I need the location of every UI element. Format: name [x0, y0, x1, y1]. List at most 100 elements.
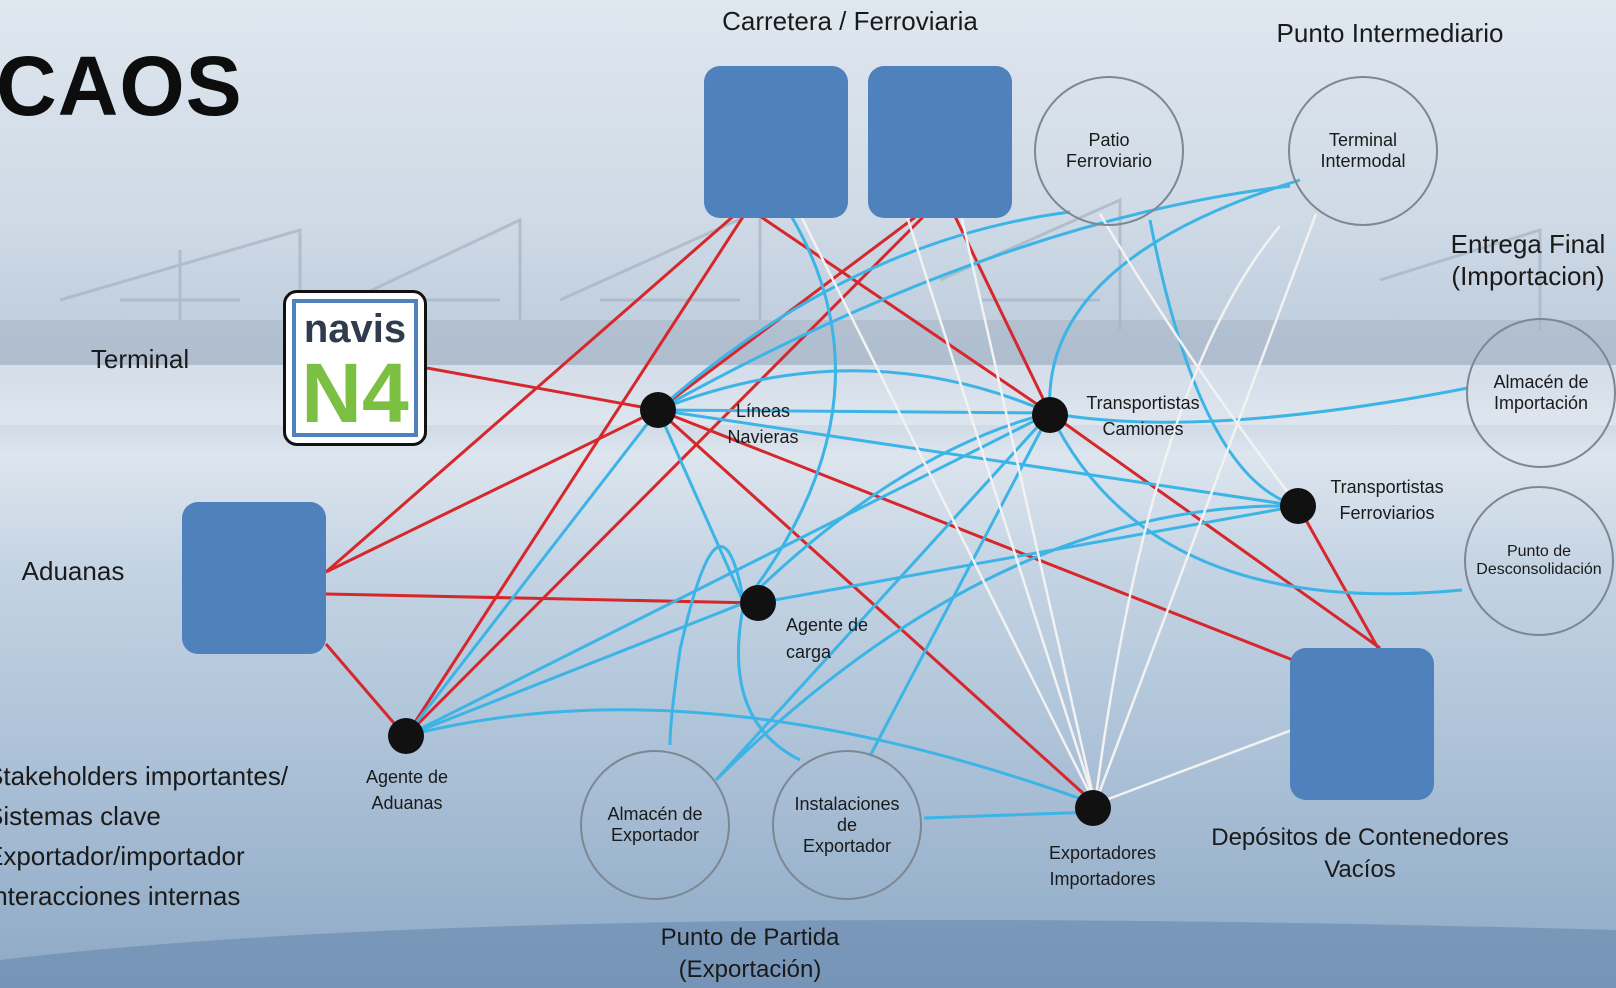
- lineas-navieras-line1: Líneas: [735, 401, 791, 421]
- agente-aduanas-label: Agente de Aduanas: [352, 764, 462, 816]
- link-white: [1093, 213, 1318, 805]
- link-blue: [868, 412, 1052, 757]
- link-blue: [742, 213, 837, 604]
- link-red: [324, 643, 407, 737]
- punto-intermediario-label: Punto Intermediario: [1276, 18, 1504, 48]
- entrega-final-line2: (Importacion): [1451, 261, 1605, 291]
- transportistas-ferroviarios-hub: [1280, 488, 1316, 524]
- transportistas-ferroviarios-line1: Transportistas: [1330, 477, 1444, 497]
- link-blue: [656, 409, 746, 604]
- almacen-importacion-node: Almacén de Importación: [1466, 318, 1616, 468]
- page-title: CAOS: [0, 39, 243, 133]
- link-blue: [404, 409, 660, 737]
- link-white: [798, 213, 1097, 805]
- link-blue: [1049, 386, 1469, 424]
- legend-item: Stakeholders importantes/: [0, 761, 289, 791]
- link-blue: [714, 411, 1052, 782]
- lineas-navieras-line2: Navieras: [727, 427, 799, 447]
- almacen-exportador-node: Almacén de Exportador: [580, 750, 730, 900]
- navis-n4-logo: navis N4: [283, 290, 427, 446]
- almacen-importacion-label: Almacén de Importación: [1493, 372, 1589, 413]
- agente-carga-line2: carga: [786, 642, 832, 662]
- transportistas-ferroviarios-line2: Ferroviarios: [1339, 503, 1435, 523]
- instalaciones-exportador-node: Instalaciones de Exportador: [772, 750, 922, 900]
- link-blue: [657, 184, 1291, 412]
- legend-item: Sistemas clave: [0, 801, 161, 831]
- link-red: [656, 408, 1097, 806]
- link-red: [426, 366, 659, 412]
- terminal-label: Terminal: [90, 344, 190, 374]
- depositos-node: [1290, 648, 1434, 800]
- punto-desconsolidacion-label: Punto de Desconsolidación: [1476, 543, 1602, 578]
- exportadores-importadores-label: Exportadores Importadores: [1030, 840, 1175, 892]
- link-blue: [657, 408, 1051, 415]
- punto-desconsolidacion-node: Punto de Desconsolidación: [1464, 486, 1614, 636]
- link-blue: [405, 708, 1096, 806]
- link-blue: [657, 369, 1051, 415]
- aduanas-node: [182, 502, 326, 654]
- lineas-navieras-label: Líneas Navieras: [708, 398, 818, 450]
- depositos-line2: Vacíos: [1324, 856, 1396, 883]
- link-blue: [657, 210, 1071, 412]
- link-red: [404, 205, 752, 737]
- link-blue: [657, 408, 1299, 508]
- agente-aduanas-hub: [388, 718, 424, 754]
- carretera-node-2: [868, 66, 1012, 218]
- link-white: [903, 209, 1097, 805]
- link-blue: [736, 602, 801, 762]
- link-blue: [405, 601, 745, 738]
- entrega-final-line1: Entrega Final: [1450, 229, 1606, 259]
- link-red: [1049, 411, 1381, 650]
- link-red: [657, 408, 1299, 664]
- depositos-label: Depósitos de Contenedores Vacíos: [1190, 822, 1530, 886]
- agente-carga-label: Agente de carga: [786, 612, 886, 666]
- exportadores-line2: Importadores: [1049, 869, 1156, 889]
- logo-mark: N4: [301, 346, 409, 440]
- lineas-navieras-hub: [640, 392, 676, 428]
- transportistas-camiones-hub: [1032, 397, 1068, 433]
- terminal-intermodal-node: Terminal Intermodal: [1288, 76, 1438, 226]
- legend-item: Exportador/importador: [0, 841, 245, 871]
- instalaciones-exportador-label: Instalaciones de Exportador: [794, 793, 900, 856]
- link-white: [1093, 225, 1281, 805]
- exportadores-line1: Exportadores: [1048, 843, 1157, 863]
- logo-word: navis: [303, 307, 407, 351]
- agente-aduanas-line2: Aduanas: [371, 793, 443, 813]
- carretera-node-1: [704, 66, 848, 218]
- link-white: [958, 209, 1097, 805]
- punto-partida-line1: Punto de Partida: [660, 924, 840, 951]
- exportadores-importadores-hub: [1075, 790, 1111, 826]
- agente-carga-hub: [740, 585, 776, 621]
- agente-carga-line1: Agente de: [786, 615, 869, 635]
- transportistas-ferroviarios-label: Transportistas Ferroviarios: [1312, 474, 1462, 526]
- logo-frame: [292, 299, 418, 437]
- punto-partida-label: Punto de Partida (Exportación): [620, 922, 880, 986]
- link-blue: [714, 504, 1299, 782]
- link-blue: [668, 545, 746, 746]
- link-red: [325, 204, 746, 574]
- carretera-label: Carretera / Ferroviaria: [722, 6, 978, 36]
- punto-partida-line2: (Exportación): [678, 956, 822, 983]
- link-white: [1094, 728, 1293, 806]
- legend-item: Interacciones internas: [0, 881, 241, 911]
- entrega-final-label: Entrega Final (Importacion): [1440, 228, 1616, 292]
- transportistas-camiones-line1: Transportistas: [1086, 393, 1200, 413]
- almacen-exportador-label: Almacén de Exportador: [607, 804, 703, 845]
- transportistas-camiones-label: Transportistas Camiones: [1068, 390, 1218, 442]
- legend: Stakeholders importantes/ Sistemas clave…: [0, 756, 288, 916]
- patio-ferroviario-node: Patio Ferroviario: [1034, 76, 1184, 226]
- transportistas-camiones-line2: Camiones: [1102, 419, 1184, 439]
- aduanas-label: Aduanas: [21, 556, 125, 586]
- link-blue: [757, 504, 1299, 605]
- link-blue: [1148, 219, 1299, 508]
- link-blue: [405, 411, 1051, 738]
- depositos-line1: Depósitos de Contenedores: [1211, 824, 1509, 851]
- terminal-intermodal-label: Terminal Intermodal: [1320, 130, 1406, 171]
- link-blue: [1048, 178, 1301, 414]
- link-red: [1296, 505, 1380, 649]
- agente-aduanas-line1: Agente de: [365, 767, 449, 787]
- link-blue: [923, 810, 1096, 820]
- link-white: [1098, 213, 1299, 507]
